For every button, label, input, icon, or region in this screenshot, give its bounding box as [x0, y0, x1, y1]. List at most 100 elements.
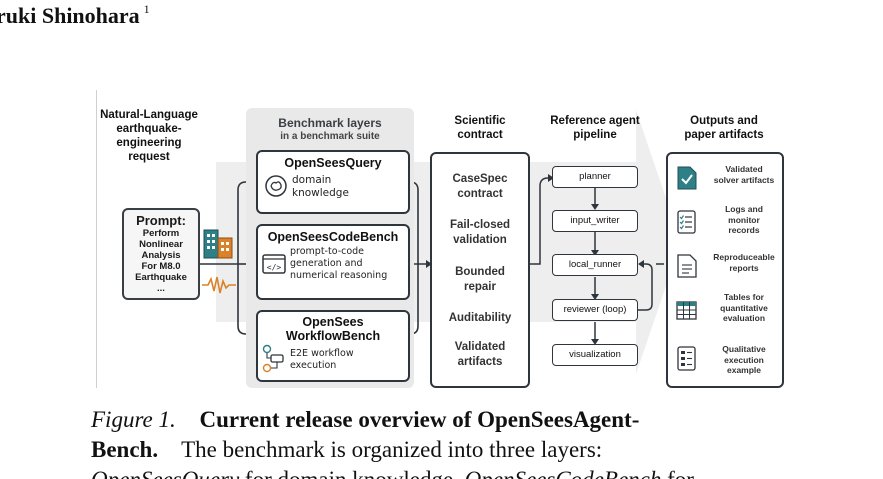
caption-text: for [661, 467, 694, 479]
example-sheet-icon [677, 346, 696, 371]
pipeline-step-local-runner: local_runner [552, 254, 638, 276]
caption-term: OpenSeesQuery [91, 467, 239, 479]
output-item-line: evaluation [722, 313, 766, 323]
layer-desc: domain knowledge [292, 174, 349, 200]
prompt-line: Nonlinear [139, 239, 183, 250]
layer-desc-line: E2E workflow [290, 348, 354, 359]
request-title-line: Natural-Language [100, 109, 198, 121]
pipeline-step-input-writer: input_writer [552, 210, 638, 232]
contract-item-line: Auditability [448, 312, 512, 324]
request-title-line: request [128, 151, 170, 163]
heading-line: Scientific [454, 115, 506, 127]
contract-heading: Scientific contract [430, 114, 530, 142]
caption-title: Current release overview of OpenSeesAgen… [199, 407, 640, 432]
pipeline-heading: Reference agent pipeline [536, 114, 654, 142]
svg-text:</>: </> [267, 263, 282, 272]
heading-line: pipeline [573, 129, 617, 141]
heading-line: Reference agent [550, 115, 640, 127]
layer-desc-line: prompt-to-code [290, 246, 365, 257]
prompt-box: Prompt: Perform Nonlinear Analysis For M… [122, 208, 200, 300]
contract-item: Bounded repair [432, 265, 528, 295]
overview-figure: Natural-Language earthquake- engineering… [96, 90, 796, 390]
output-item-line: reports [729, 262, 759, 273]
prompt-line: Analysis [141, 250, 181, 261]
output-item-line: Tables for [724, 292, 764, 302]
pipeline-step-reviewer: reviewer (loop) [552, 299, 638, 321]
caption-text: The benchmark is organized into three la… [181, 437, 603, 462]
code-window-icon: </> [262, 254, 286, 274]
caption-text: for domain knowledge, [239, 467, 464, 479]
table-icon [676, 301, 697, 320]
output-item: Qualitative execution example [704, 344, 784, 376]
figure-caption: Figure 1. Current release overview of Op… [91, 405, 797, 479]
caption-line: OpenSeesQuery for domain knowledge, Open… [91, 465, 797, 479]
layer-title: OpenSeesCodeBench [267, 230, 399, 244]
layer-title: OpenSees [302, 315, 364, 329]
output-item-line: quantitative [720, 302, 768, 313]
outputs-heading: Outputs and paper artifacts [664, 114, 784, 142]
caption-label: Figure 1. [91, 407, 176, 432]
output-item-line: Logs and [725, 204, 763, 214]
contract-item-line: Bounded [455, 266, 505, 278]
layer-openseescodebench: OpenSeesCodeBench </> prompt-to-code gen… [256, 224, 410, 300]
output-item-line: records [728, 225, 760, 235]
layer-title: OpenSeesQuery [284, 156, 382, 170]
benchmark-subtitle: in a benchmark suite [280, 131, 380, 142]
author-name: ruki Shinohara [0, 3, 140, 28]
caption-line: Figure 1. Current release overview of Op… [91, 405, 797, 435]
request-title: Natural-Language earthquake- engineering… [96, 108, 202, 164]
contract-item-line: repair [464, 281, 496, 293]
layer-desc: prompt-to-code generation and numerical … [290, 246, 387, 282]
heading-line: contract [457, 129, 503, 141]
contract-item-line: contract [457, 188, 503, 200]
report-icon [677, 254, 697, 278]
output-item-line: solver artifacts [713, 174, 775, 185]
layer-desc-line: execution [290, 360, 337, 371]
pipeline-step-visualization: visualization [552, 344, 638, 366]
request-title-line: engineering [116, 137, 182, 149]
heading-line: Outputs and [690, 115, 758, 127]
output-item: Validated solver artifacts [704, 164, 784, 185]
layer-desc-line: generation and [290, 258, 363, 269]
contract-item-line: Fail-closed [449, 219, 511, 231]
contract-item-line: Validated [454, 341, 506, 353]
pipeline-step-planner: planner [552, 166, 638, 188]
building-icon [203, 229, 233, 259]
layer-desc: E2E workflow execution [290, 348, 354, 372]
contract-item-line: validation [453, 234, 507, 246]
prompt-title: Prompt: [136, 213, 186, 228]
outputs-box: Validated solver artifacts Logs and moni… [666, 152, 784, 388]
layer-openseesquery: OpenSeesQuery domain knowledge [256, 150, 410, 214]
workflow-icon [262, 344, 284, 373]
layer-desc-line: numerical reasoning [290, 270, 388, 281]
output-item-line: Qualitative [722, 344, 766, 354]
figure-left-border [96, 90, 97, 388]
prompt-line: For M8.0 [141, 261, 181, 272]
output-item-line: Reproduceable [713, 252, 775, 262]
contract-item: Fail-closed validation [432, 218, 528, 248]
prompt-line: Earthquake [135, 272, 187, 283]
layer-desc-line: knowledge [292, 187, 349, 199]
contract-item: CaseSpec contract [432, 172, 528, 202]
affiliation-mark: 1 [143, 2, 150, 16]
output-item-line: Validated [725, 164, 763, 174]
contract-item: Auditability [432, 311, 528, 326]
layer-openseesworkflowbench: OpenSees WorkflowBench E2E workflow exec… [256, 310, 410, 382]
output-item-line: execution [724, 354, 764, 365]
document-check-icon [677, 166, 697, 190]
heading-line: paper artifacts [684, 129, 764, 141]
contract-item-line: artifacts [457, 356, 503, 368]
checklist-icon [677, 210, 696, 234]
contract-item: Validated artifacts [432, 340, 528, 370]
output-item: Reproduceable reports [704, 252, 784, 273]
pipeline-connectors [530, 174, 664, 345]
output-item: Tables for quantitative evaluation [704, 292, 784, 324]
caption-title-end: Bench. [91, 437, 159, 462]
benchmark-title: Benchmark layers [278, 116, 382, 130]
output-item-line: monitor [728, 214, 760, 225]
prompt-line: ... [157, 283, 165, 294]
output-item-line: example [726, 365, 762, 375]
layer-title: WorkflowBench [285, 329, 381, 343]
caption-line: Bench. The benchmark is organized into t… [91, 435, 797, 465]
